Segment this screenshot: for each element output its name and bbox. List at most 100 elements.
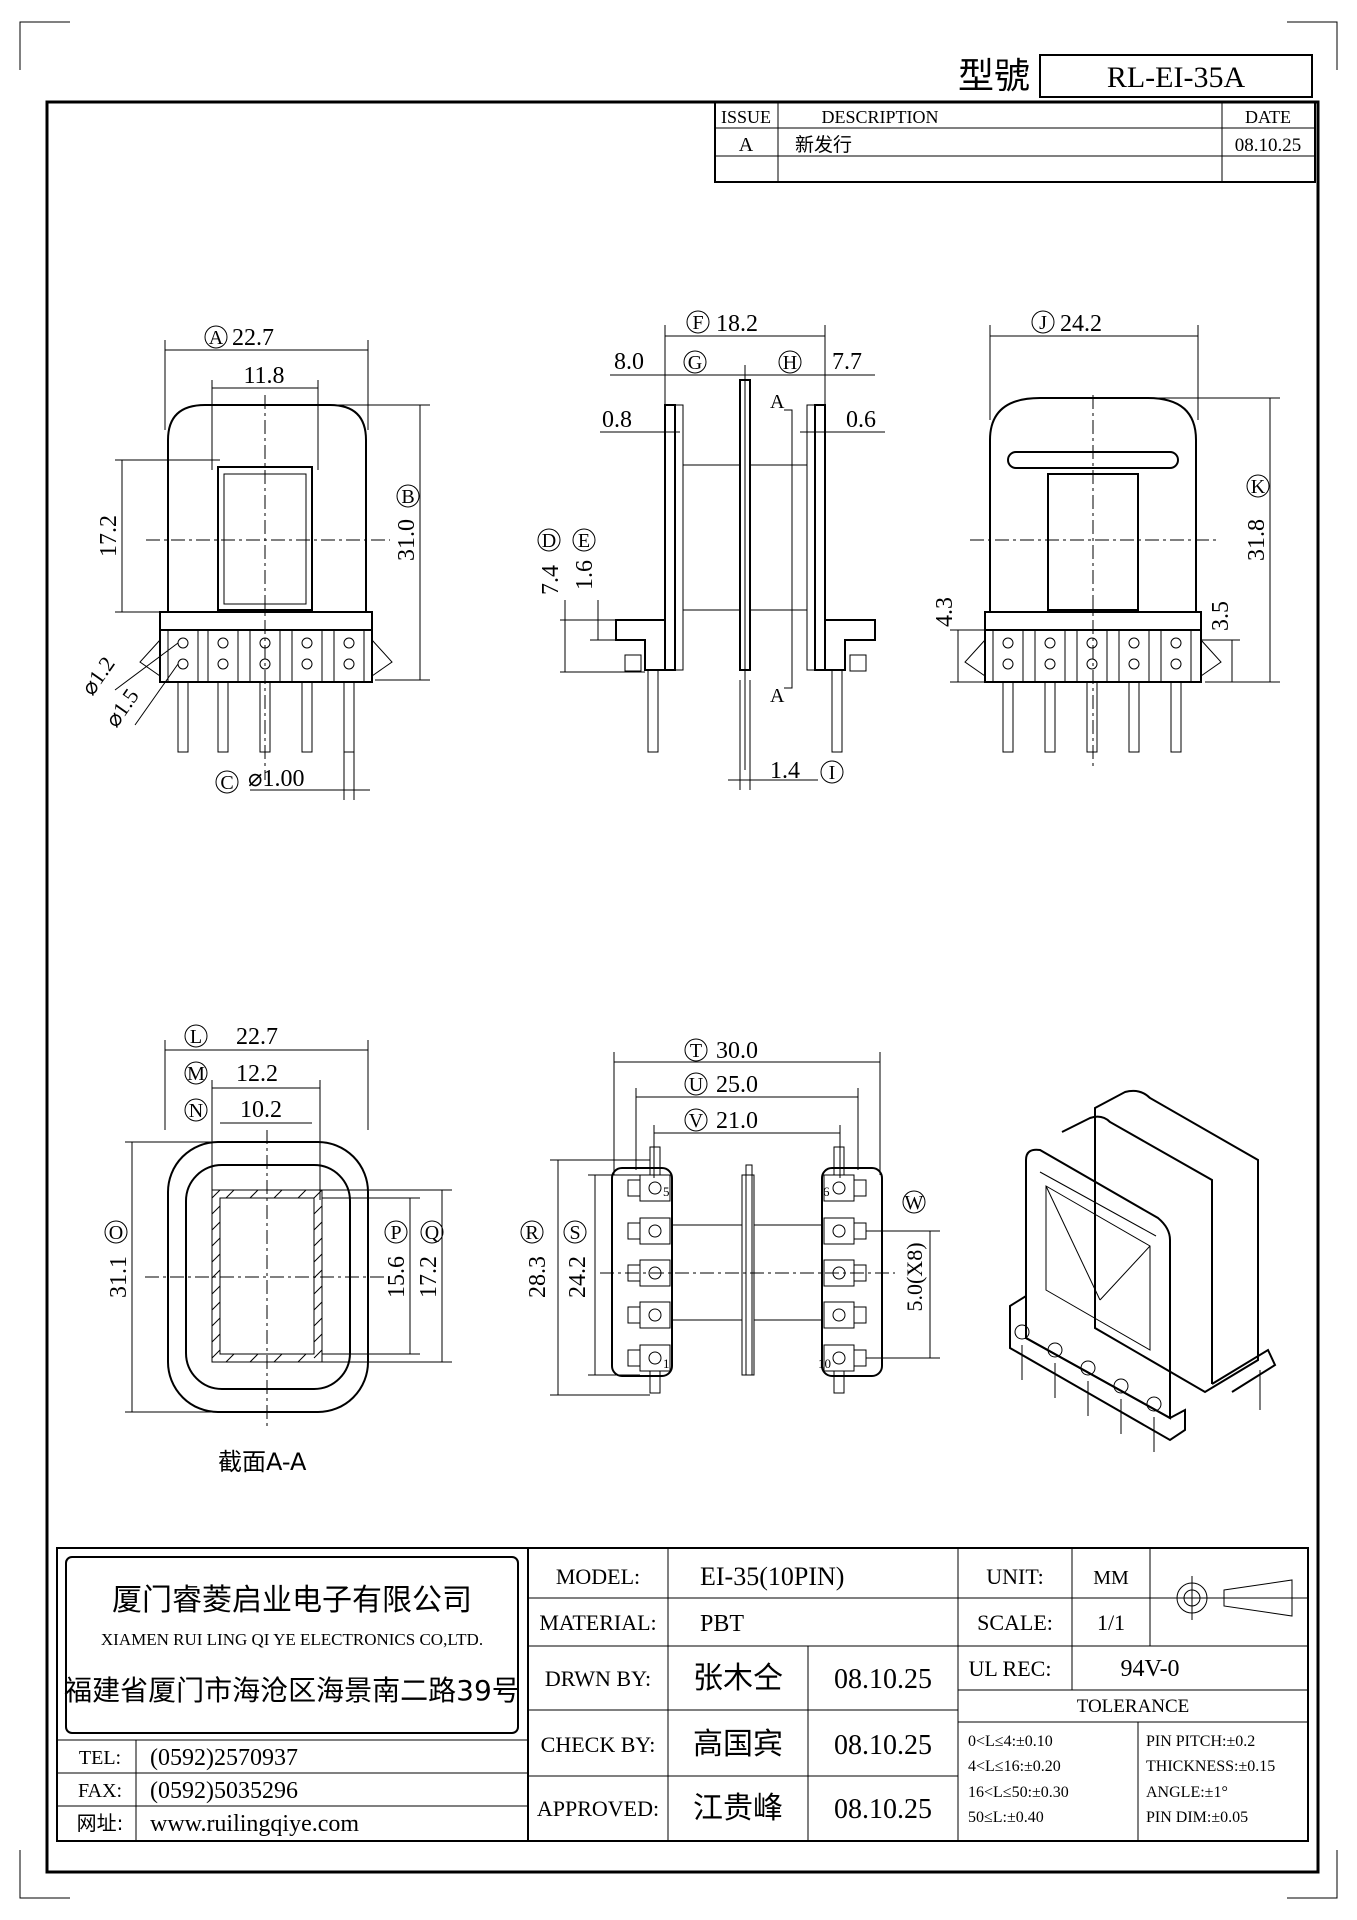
pin-6-label: 6 (823, 1184, 830, 1199)
dim-w-letter: W (905, 1192, 924, 1214)
dim-b-letter: B (401, 486, 414, 508)
dim-06: 0.6 (846, 407, 876, 433)
material-value: PBT (700, 1611, 744, 1637)
unit-value: MM (1093, 1567, 1129, 1589)
check-date: 08.10.25 (834, 1730, 932, 1761)
pin-1-label: 1 (663, 1356, 670, 1371)
dim-u-value: 25.0 (716, 1072, 758, 1098)
dim-t-value: 30.0 (716, 1038, 758, 1064)
drawn-by: 张木仝 (693, 1661, 783, 1696)
dim-i-letter: I (829, 762, 836, 784)
dim-l-letter: L (190, 1026, 202, 1048)
dim-n-letter: N (189, 1100, 203, 1122)
model-value: EI-35(10PIN) (700, 1562, 844, 1591)
dim-a-value: 22.7 (232, 325, 274, 351)
tolerance-4: 50≤L:±0.40 (968, 1809, 1044, 1826)
pin-5-label: 5 (663, 1184, 670, 1199)
scale-value: 1/1 (1097, 1610, 1125, 1635)
dim-r-letter: R (525, 1222, 539, 1244)
dim-f-value: 18.2 (716, 311, 758, 337)
section-view: L 22.7 M 12.2 N 10.2 (104, 1024, 452, 1476)
dim-o-letter: O (109, 1222, 123, 1244)
front-pin-sockets (167, 629, 365, 683)
tolerance-3: 16<L≤50:±0.30 (968, 1784, 1069, 1801)
dim-g-value: 8.0 (614, 349, 644, 375)
check-label: CHECK BY: (541, 1732, 656, 1757)
company-address: 福建省厦门市海沧区海景南二路39号 (64, 1674, 520, 1707)
approved-label: APPROVED: (537, 1796, 659, 1821)
rev-row-date: 08.10.25 (1235, 135, 1302, 156)
dim-s-value: 24.2 (565, 1256, 591, 1298)
dim-35: 3.5 (1208, 601, 1234, 631)
dim-j-letter: J (1039, 312, 1047, 334)
tel-value: (0592)2570937 (150, 1745, 298, 1771)
dim-v-value: 21.0 (716, 1108, 758, 1134)
dim-l-value: 22.7 (236, 1024, 278, 1050)
side-view: F 18.2 8.0 G H 7.7 0.8 0.6 A A (537, 310, 885, 790)
dim-q-letter: Q (425, 1222, 440, 1244)
dim-m-value: 12.2 (236, 1061, 278, 1087)
sheet-border (45, 100, 1320, 1874)
tolerance-1: 0<L≤4:±0.10 (968, 1733, 1053, 1750)
approved-by: 江贵峰 (693, 1791, 783, 1826)
web-label: 网址: (77, 1811, 124, 1835)
dim-d-letter: D (542, 530, 556, 552)
dim-e-letter: E (578, 530, 590, 552)
dim-s-letter: S (569, 1222, 580, 1244)
section-mark-top: A (770, 391, 785, 413)
dim-g-letter: G (688, 352, 702, 374)
dim-k-letter: K (1251, 476, 1266, 498)
section-label: 截面A-A (218, 1448, 307, 1476)
dim-w-value: 5.0(X8) (902, 1242, 927, 1311)
dim-43: 4.3 (932, 597, 958, 627)
model-header: 型號 RL-EI-35A (958, 54, 1313, 98)
tolerance-pitch: PIN PITCH:±0.2 (1146, 1733, 1255, 1750)
dim-v-letter: V (689, 1110, 704, 1132)
approved-date: 08.10.25 (834, 1794, 932, 1825)
dim-c-value: ⌀1.00 (248, 766, 304, 792)
dim-j-value: 24.2 (1060, 311, 1102, 337)
iso-pins (1014, 1324, 1261, 1452)
dim-f-letter: F (692, 312, 703, 334)
fax-label: FAX: (78, 1780, 122, 1802)
dim-d-value: 7.4 (538, 565, 564, 595)
tolerance-2: 4<L≤16:±0.20 (968, 1758, 1061, 1775)
material-label: MATERIAL: (539, 1610, 656, 1635)
dim-i-value: 1.4 (770, 758, 800, 784)
rear-view: J 24.2 K 31.8 (932, 310, 1280, 770)
model-header-label: 型號 (958, 56, 1030, 96)
model-header-value: RL-EI-35A (1107, 61, 1246, 94)
rev-row-issue: A (739, 134, 754, 156)
dim-dia15: ⌀1.5 (100, 684, 144, 732)
corner-marks (19, 21, 1338, 1899)
dim-dia12: ⌀1.2 (76, 652, 120, 700)
front-pins (177, 681, 355, 753)
dim-n-value: 10.2 (240, 1097, 282, 1123)
section-hatching (211, 1189, 323, 1363)
rev-col-description: DESCRIPTION (821, 107, 938, 127)
dim-m-letter: M (187, 1063, 205, 1085)
dim-p-letter: P (390, 1222, 401, 1244)
dim-t-letter: T (690, 1040, 702, 1062)
dim-08: 0.8 (602, 407, 632, 433)
tolerance-angle: ANGLE:±1° (1146, 1784, 1228, 1801)
drawn-date: 08.10.25 (834, 1664, 932, 1695)
tolerance-pin-dim: PIN DIM:±0.05 (1146, 1809, 1248, 1826)
tolerance-thickness: THICKNESS:±0.15 (1146, 1758, 1275, 1775)
dim-p-value: 15.6 (384, 1256, 410, 1298)
pin-10-label: 10 (818, 1356, 831, 1371)
ul-label: UL REC: (969, 1656, 1052, 1681)
drawn-label: DRWN BY: (545, 1666, 651, 1691)
revision-table: ISSUE DESCRIPTION DATE A 新发行 08.10.25 (714, 101, 1316, 183)
fax-value: (0592)5035296 (150, 1778, 298, 1804)
company-name-cn: 厦门睿菱启业电子有限公司 (112, 1583, 472, 1618)
rev-col-date: DATE (1245, 107, 1291, 127)
dim-h-letter: H (783, 352, 797, 374)
tel-label: TEL: (79, 1747, 121, 1769)
dim-r-value: 28.3 (525, 1256, 551, 1298)
dim-a-letter: A (209, 327, 224, 349)
rear-pins (1002, 681, 1182, 753)
dim-k-value: 31.8 (1244, 519, 1270, 561)
scale-label: SCALE: (977, 1610, 1053, 1635)
